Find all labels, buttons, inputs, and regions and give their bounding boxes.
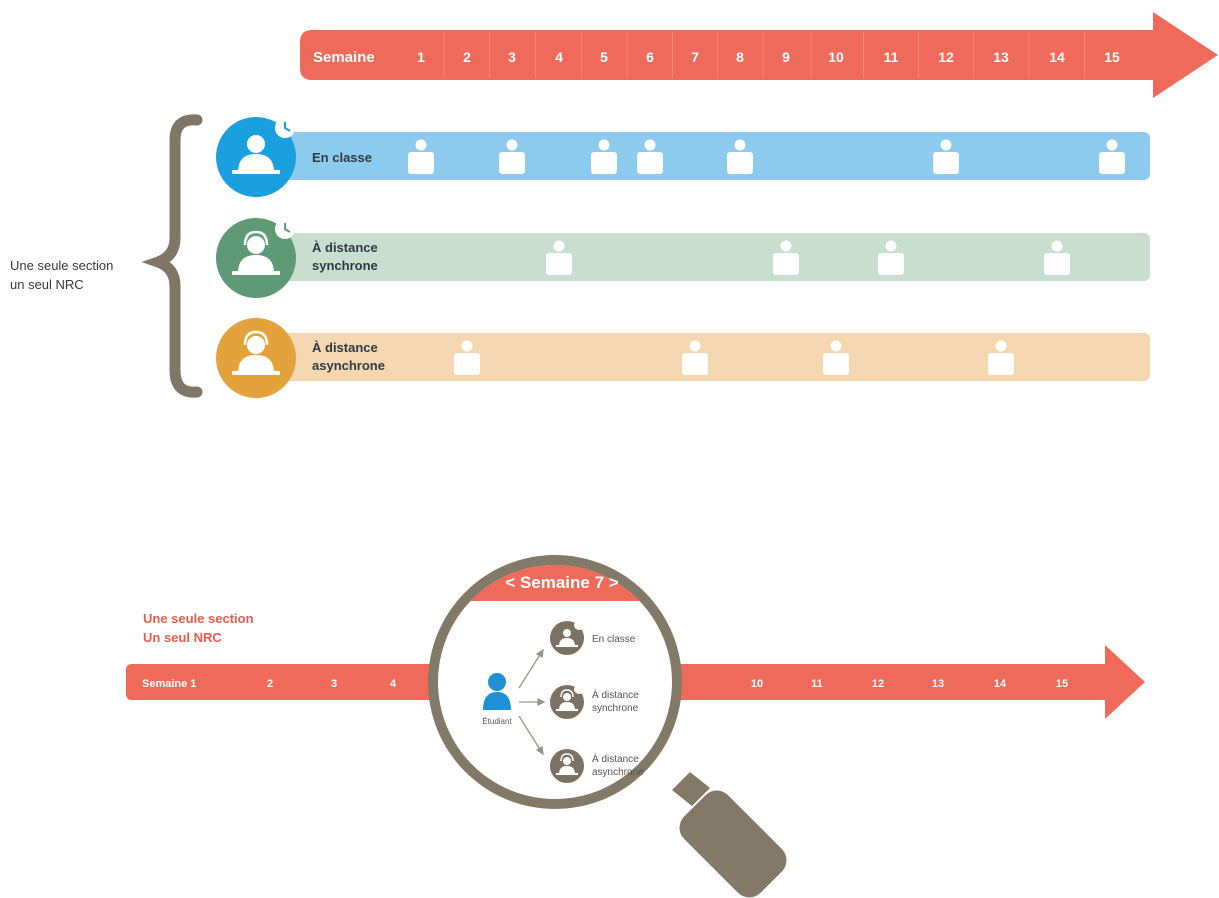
person-icon: [682, 340, 708, 375]
top-timeline-label: Semaine: [313, 49, 375, 66]
lane-label-line1: En classe: [312, 150, 372, 165]
mode-distance-asynchrone: À distance asynchrone: [550, 749, 644, 783]
magnifying-glass: < Semaine 7 > Étudiant: [428, 555, 787, 898]
group-label-line2: un seul NRC: [10, 277, 84, 292]
week-number: 4: [555, 49, 563, 65]
person-icon: [773, 240, 799, 275]
lane-label-line2: synchrone: [312, 258, 378, 273]
lane-distance-synchrone: À distance synchrone: [216, 218, 1150, 298]
person-icon: [823, 340, 849, 375]
lane-en-classe: En classe: [216, 117, 1150, 197]
person-icon: [727, 139, 753, 174]
mode-en-classe: En classe: [550, 620, 636, 655]
week-number: 2: [463, 49, 471, 65]
week-number: 7: [691, 49, 699, 65]
week-number: 13: [993, 49, 1009, 65]
bottom-week-label: 10: [751, 678, 763, 690]
week-number: 12: [938, 49, 954, 65]
lane-bar: [262, 132, 1150, 180]
bottom-week-label: 2: [267, 678, 273, 690]
person-icon: [546, 240, 572, 275]
lane-distance-asynchrone: À distance asynchrone: [216, 318, 1150, 398]
week-number: 9: [782, 49, 790, 65]
bottom-week-label: 11: [811, 678, 823, 690]
delivery-mode-lanes: En classe À distance synchrone: [216, 117, 1150, 398]
lens-header-text: < Semaine 7 >: [505, 573, 618, 592]
mode-connectors: [518, 648, 546, 756]
bottom-week-label: 4: [390, 678, 397, 690]
week-number: 3: [508, 49, 516, 65]
lane-bar: [262, 233, 1150, 281]
magnifier-handle-grip: [679, 790, 787, 898]
week-number: 8: [736, 49, 744, 65]
student-label: Étudiant: [482, 717, 512, 726]
bottom-week-label: 14: [994, 678, 1007, 690]
week-number: 15: [1104, 49, 1120, 65]
desk-person-headset-clock-icon: [232, 219, 295, 275]
magnifier-handle: [672, 772, 710, 806]
week-number: 1: [417, 49, 425, 65]
lens-face: [438, 565, 672, 799]
person-icon: [1099, 139, 1125, 174]
person-icon: [454, 340, 480, 375]
week-number: 14: [1049, 49, 1065, 65]
bottom-week-label: 12: [872, 678, 884, 690]
person-icon: [878, 240, 904, 275]
person-icon: [408, 139, 434, 174]
bottom-label-line2: Un seul NRC: [143, 630, 222, 645]
week-number: 5: [600, 49, 608, 65]
person-icon: [933, 139, 959, 174]
lane-label-line1: À distance: [312, 240, 378, 255]
mode-label-line1: À distance: [592, 688, 639, 701]
mode-label-line1: En classe: [592, 634, 636, 645]
week-number: 6: [646, 49, 654, 65]
desk-person-headset-icon: [232, 330, 280, 375]
top-timeline-arrow: [300, 12, 1218, 98]
person-icon: [591, 139, 617, 174]
person-icon: [637, 139, 663, 174]
person-icon: [988, 340, 1014, 375]
bottom-week-label: Semaine 1: [142, 678, 196, 690]
lane-label-line2: asynchrone: [312, 358, 385, 373]
student-icon: [483, 673, 511, 710]
bottom-label-line1: Une seule section: [143, 611, 254, 626]
group-brace: Une seule section un seul NRC: [10, 114, 203, 398]
lane-label-line1: À distance: [312, 340, 378, 355]
group-label-line1: Une seule section: [10, 258, 113, 273]
mode-label-line2: synchrone: [592, 703, 639, 714]
bottom-section: Une seule section Un seul NRC Semaine 1 2…: [126, 555, 1145, 898]
person-icon: [1044, 240, 1070, 275]
bottom-week-label: 3: [331, 678, 337, 690]
week-number: 10: [828, 49, 844, 65]
mode-label-line1: À distance: [592, 752, 639, 765]
week-number: 11: [884, 49, 899, 65]
person-icon: [499, 139, 525, 174]
bottom-week-label: 13: [932, 678, 944, 690]
desk-person-clock-icon: [232, 118, 295, 174]
curly-brace: [141, 114, 203, 398]
mode-label-line2: asynchrone: [592, 767, 644, 778]
mode-distance-synchrone: À distance synchrone: [550, 684, 639, 719]
bottom-week-label: 15: [1056, 678, 1068, 690]
